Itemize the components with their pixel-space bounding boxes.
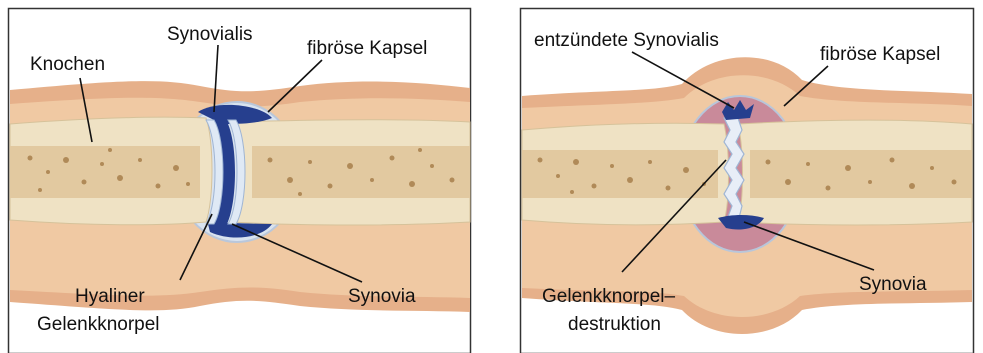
label-fibrous-capsule: fibröse Kapsel (820, 44, 940, 66)
label-destruction-line2: destruktion (568, 314, 661, 336)
label-synovialis: Synovialis (167, 24, 253, 46)
right-marrow (750, 150, 972, 198)
label-synovia: Synovia (348, 286, 416, 308)
right-marrow (252, 146, 470, 198)
healthy-joint-panel: Knochen Synovialis fibröse Kapsel Hyalin… (0, 0, 480, 353)
left-marrow (522, 150, 718, 198)
label-fibrous-capsule: fibröse Kapsel (307, 38, 427, 60)
label-cartilage-line1: Hyaliner (75, 286, 145, 308)
label-cartilage-line2: Gelenkknorpel (37, 314, 160, 336)
label-bone: Knochen (30, 54, 105, 76)
label-destruction-line1: Gelenkknorpel– (542, 286, 675, 308)
label-synovia: Synovia (859, 274, 927, 296)
inflamed-joint-panel: entzündete Synovialis fibröse Kapsel Gel… (512, 0, 983, 353)
label-inflamed-synovialis: entzündete Synovialis (534, 30, 719, 52)
